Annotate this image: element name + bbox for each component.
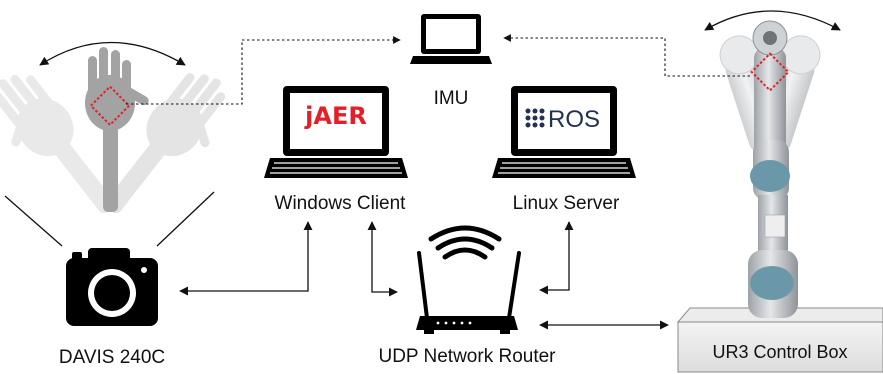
robot-arm-icon: [704, 10, 841, 318]
camera-icon: [66, 248, 158, 326]
router-label: UDP Network Router: [378, 346, 556, 367]
control-box-label: UR3 Control Box: [712, 342, 847, 362]
windows-client-label: Windows Client: [275, 193, 407, 214]
link-robot-imu: [503, 34, 750, 77]
jaer-logo: jAER: [304, 102, 367, 130]
ros-logo-text: ROS: [548, 106, 600, 133]
link-server-router: [539, 221, 574, 295]
davis-label: DAVIS 240C: [59, 347, 165, 368]
fov-line-right: [156, 191, 215, 247]
imu-label: IMU: [434, 88, 469, 109]
wifi-router-icon: [416, 225, 521, 334]
imu-laptop-icon: [410, 14, 492, 64]
ros-dots-icon: [525, 108, 545, 128]
waving-hand-icon: [0, 41, 226, 214]
fov-line-left: [4, 195, 63, 247]
link-client-router: [367, 221, 398, 297]
linux-server-label: Linux Server: [513, 193, 620, 214]
link-camera-client: [179, 221, 313, 296]
linux-laptop-icon: [492, 86, 636, 178]
windows-laptop-icon: [264, 86, 408, 178]
